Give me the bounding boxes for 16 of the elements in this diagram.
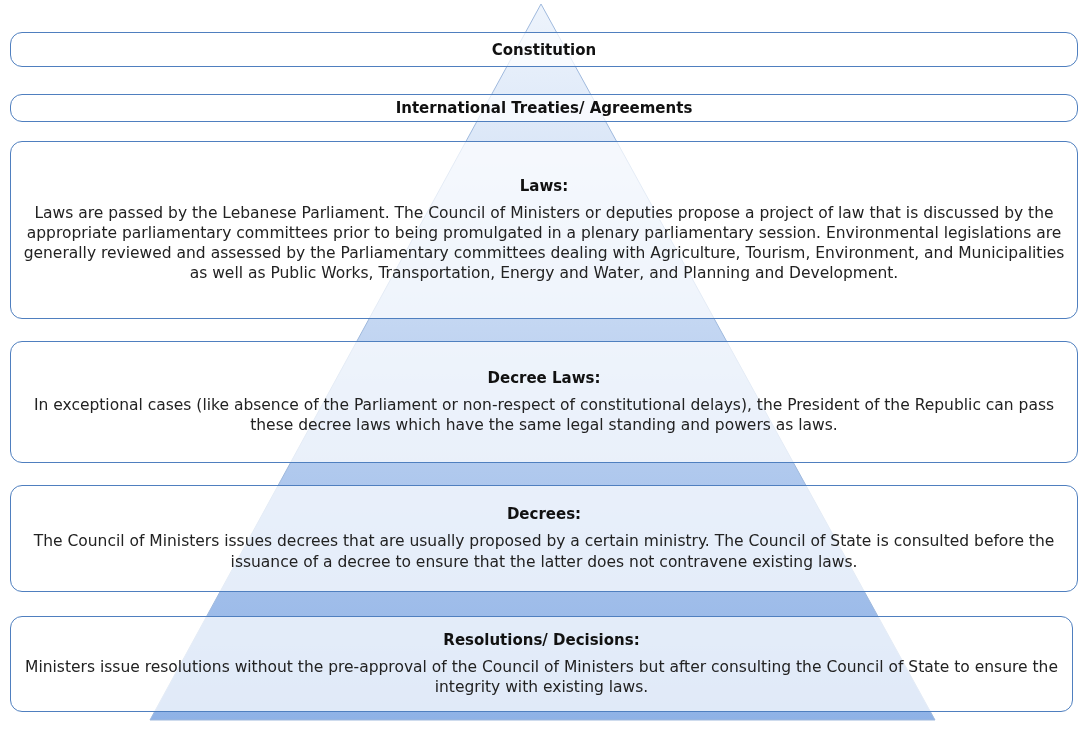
text-box <box>10 32 1078 67</box>
heading: Resolutions/ Decisions: <box>443 630 640 649</box>
text-box <box>10 341 1078 463</box>
text-box <box>10 141 1078 319</box>
heading: Constitution <box>491 40 597 59</box>
heading: Decree Laws: <box>487 368 601 387</box>
text-box <box>10 485 1078 592</box>
description: The Council of Ministers issues decrees that are usually proposed by a certain ministry. The Council of State is consulted before the issuance of a decree to ensure that the latter does not contravene existing laws. <box>32 531 1056 572</box>
description: Laws are passed by the Lebanese Parliament. The Council of Ministers or deputies propose a project of law that is discussed by the appropriate parliamentary committees prior to being promulgated in a plenary parliamentary session. Environmental legislations are generally reviewed and assessed by the Parliamentary committees dealing with Agriculture, Tourism, Environment, and Municipalities as well as Public Works, Transportation, Energy and Water, and Planning and Development. <box>22 202 1066 284</box>
heading: International Treaties/ Agreements <box>395 99 693 117</box>
description: In exceptional cases (like absence of the Parliament or non-respect of constitutional delays), the President of the Republic can pass these decree laws which have the same legal standing and powers as laws. <box>32 394 1056 436</box>
text-box <box>10 94 1078 122</box>
heading: Laws: <box>519 176 569 195</box>
text-box <box>10 616 1073 712</box>
description: Ministers issue resolutions without the pre-approval of the Council of Ministers but after consulting the Council of State to ensure the integrity with existing laws. <box>24 656 1059 698</box>
heading: Decrees: <box>506 505 582 524</box>
